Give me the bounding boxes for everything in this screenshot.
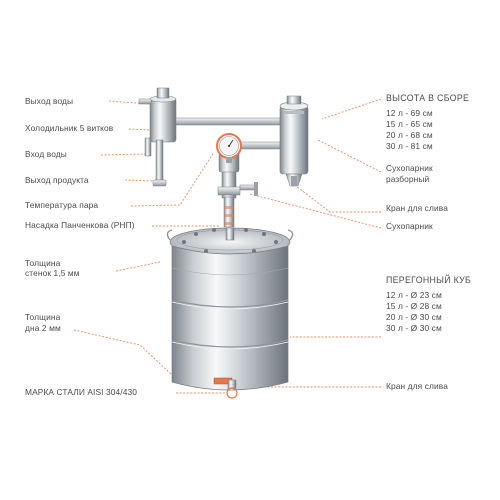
diameter-30l: 30 л - Ø 30 см	[386, 323, 442, 333]
label-steam-temp: Температура пара	[25, 200, 99, 210]
height-title: ВЫСОТА В СБОРЕ	[386, 93, 470, 103]
upper-cross-pipe	[175, 117, 281, 126]
height-12l: 12 л - 69 см	[386, 108, 433, 118]
leader-bottom	[73, 329, 173, 376]
height-20l: 20 л - 68 см	[386, 130, 433, 140]
boiler-rib-2	[171, 339, 289, 348]
leader-steam-temp	[130, 151, 215, 207]
leader-lines	[73, 98, 382, 394]
left-handle	[166, 229, 173, 241]
side-valve	[239, 184, 257, 191]
label-water-in: Вход воды	[25, 149, 67, 159]
label-dry-steamer-1: Сухопарник	[386, 163, 433, 173]
label-wall-thickness-2: стенок 1,5 мм	[25, 268, 80, 278]
diameter-20l: 20 л - Ø 30 см	[386, 312, 442, 322]
leader-product-out	[124, 179, 155, 182]
leader-drain-top	[295, 185, 381, 213]
leader-height	[321, 98, 382, 120]
label-drain-top: Кран для слива	[386, 203, 448, 213]
dry-steamer-unit	[279, 95, 309, 187]
diameter-15l: 15 л - Ø 28 см	[386, 301, 442, 311]
label-drain-bottom: Кран для слива	[386, 381, 448, 391]
leader-dry-steamer-split	[317, 139, 382, 173]
label-product-out: Выход продукта	[25, 175, 89, 185]
water-in-nozzle	[144, 137, 152, 157]
boiler-body	[171, 245, 289, 391]
label-steel-grade: МАРКА СТАЛИ AISI 304/430	[25, 387, 137, 397]
boiler-rib-1	[171, 299, 289, 308]
boiler-cube	[166, 227, 294, 399]
bottom-drain-valve-icon	[226, 387, 238, 399]
dry-steamer-drain-valve	[291, 176, 297, 186]
dry-steamer-body	[279, 105, 309, 175]
product-out-tip	[152, 179, 167, 187]
label-dry-steamer-2: разборный	[386, 174, 430, 184]
leader-water-in	[100, 153, 147, 156]
leader-wall	[115, 261, 161, 272]
cooler-shell	[149, 97, 177, 143]
label-wall-thickness-1: Толщина	[25, 258, 61, 268]
leader-cooler	[128, 128, 153, 131]
water-out-nozzle	[138, 98, 152, 105]
central-column	[216, 133, 258, 228]
label-water-out: Выход воды	[25, 96, 74, 106]
cube-title: ПЕРЕГОННЫЙ КУБ	[386, 275, 472, 285]
lower-cross-pipe	[235, 141, 281, 150]
leader-dry-steamer	[249, 193, 382, 229]
label-bottom-thickness-1: Толщина	[25, 312, 61, 322]
height-30l: 30 л - 81 см	[386, 141, 433, 151]
label-dry-steamer: Сухопарник	[386, 221, 433, 231]
cooler-unit	[138, 87, 177, 187]
label-bottom-thickness-2: дна 2 мм	[25, 323, 61, 333]
product-tube	[155, 139, 164, 181]
label-panchenkov: Насадка Панченкова (РНП)	[25, 220, 135, 230]
diameter-12l: 12 л - Ø 23 см	[386, 290, 442, 300]
panchenkov-nozzle	[223, 196, 235, 228]
right-handle	[287, 229, 294, 241]
height-15l: 15 л - 65 см	[386, 119, 433, 129]
cooler-top-pipe	[156, 87, 170, 99]
label-cooler: Холодильник 5 витков	[25, 123, 114, 133]
lid-clamps	[182, 228, 278, 253]
